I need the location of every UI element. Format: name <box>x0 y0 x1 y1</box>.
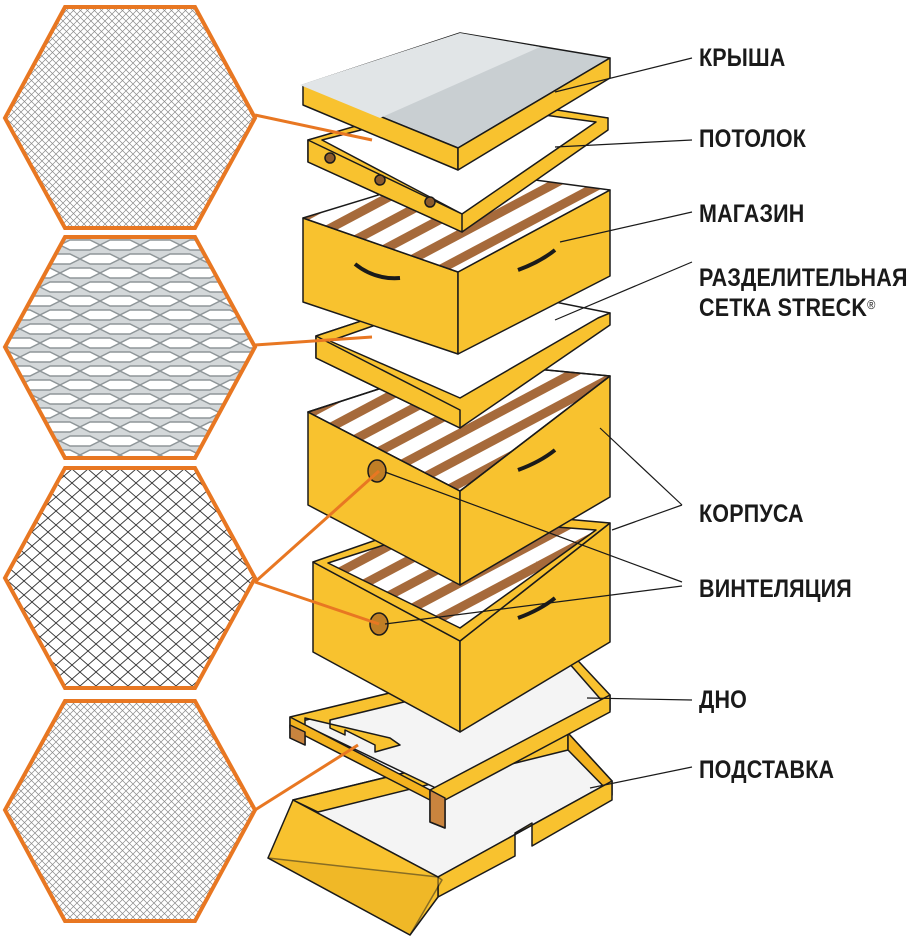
label-leader-lines <box>384 57 693 789</box>
mesh-swatch-fine <box>2 5 258 230</box>
label-ventilation: ВИНТЕЛЯЦИЯ <box>699 575 852 603</box>
label-stand: ПОДСТАВКА <box>699 756 835 784</box>
mesh-swatch-bottom <box>2 699 258 923</box>
mesh-connectors <box>253 113 381 812</box>
label-separator: РАЗДЕЛИТЕЛЬНАЯ СЕТКА STRECK® <box>699 263 908 323</box>
label-separator-line2: СЕТКА STRECK® <box>699 293 908 323</box>
label-separator-line1: РАЗДЕЛИТЕЛЬНАЯ <box>699 264 908 292</box>
mesh-swatch-expanded-metal <box>2 235 258 460</box>
hive-roof <box>300 32 611 171</box>
label-ceiling: ПОТОЛОК <box>699 125 807 153</box>
label-magazine: МАГАЗИН <box>699 200 805 228</box>
label-roof: КРЫША <box>699 44 786 72</box>
label-bodies: КОРПУСА <box>699 500 804 528</box>
label-bottom: ДНО <box>699 686 748 714</box>
registered-mark: ® <box>867 297 876 312</box>
label-separator-line2-text: СЕТКА STRECK <box>699 294 868 322</box>
mesh-swatch-wire <box>2 466 258 690</box>
